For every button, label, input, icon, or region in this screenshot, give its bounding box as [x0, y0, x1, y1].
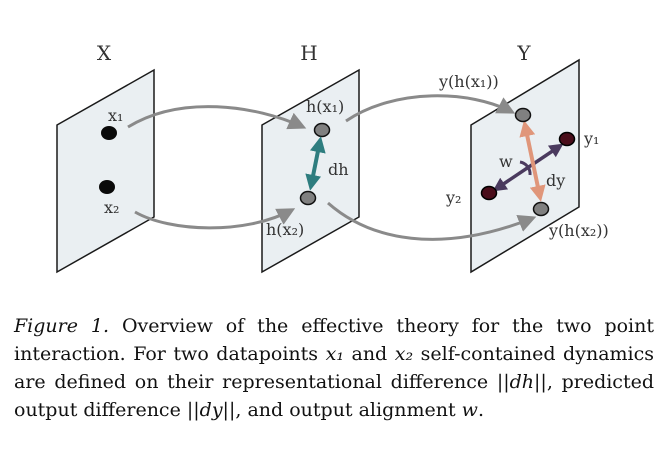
point-y2 [480, 185, 498, 201]
plane-x-title: X [97, 41, 112, 65]
label-yhx2: y(h(x₂)) [548, 221, 609, 240]
caption-dy-norm: ||dy|| [186, 399, 236, 421]
label-x2: x₂ [104, 198, 119, 217]
label-yhx1: y(h(x₁)) [438, 72, 499, 91]
label-dy: dy [546, 171, 565, 190]
label-w: w [499, 152, 513, 171]
caption-text-5: . [477, 399, 484, 421]
label-y1: y₁ [583, 129, 599, 148]
label-x1: x₁ [108, 106, 123, 125]
diagram: X H Y x₁ x₂ h(x₁) h(x₂) dh y(h(x₁)) y(h(… [56, 41, 609, 274]
caption-w: w [461, 399, 478, 421]
figure-caption: Figure 1. Overview of the effective theo… [14, 312, 654, 424]
plane-y [470, 58, 580, 274]
caption-text-1: Overview of the effective theory for the… [14, 315, 654, 365]
caption-text-4: , and output alignment [235, 399, 462, 421]
point-hx1 [313, 122, 331, 138]
point-yhx2 [532, 201, 550, 217]
point-y1 [558, 131, 576, 147]
point-x2 [99, 180, 115, 194]
plane-y-title: Y [516, 41, 531, 65]
caption-x2: x₂ [394, 343, 414, 365]
caption-figure-label: Figure 1. [14, 315, 110, 337]
caption-dh-norm: ||dh|| [496, 371, 547, 393]
plane-h-title: H [300, 41, 317, 65]
caption-text-3: , predicted output difference [14, 371, 654, 421]
dy-arrow [519, 120, 546, 202]
point-hx2 [299, 190, 317, 206]
arrow-x2-to-hx2 [134, 208, 296, 230]
caption-x1: x₁ [325, 343, 344, 365]
label-dh: dh [328, 160, 349, 179]
angle-arc [519, 160, 532, 176]
arrow-hx1-to-yhx1 [345, 94, 516, 123]
caption-and: and [343, 343, 395, 365]
arrow-hx2-to-yhx2 [327, 201, 537, 241]
label-hx1: h(x₁) [306, 97, 344, 116]
caption-text-2: self-contained dynamics are defined on t… [14, 343, 655, 393]
point-yhx1 [514, 107, 532, 123]
label-hx2: h(x₂) [266, 220, 304, 239]
plane-x [56, 68, 155, 274]
arrow-x1-to-hx1 [127, 105, 307, 130]
dh-arrow [305, 136, 326, 191]
label-y2: y₂ [445, 188, 461, 207]
point-x1 [101, 126, 117, 140]
